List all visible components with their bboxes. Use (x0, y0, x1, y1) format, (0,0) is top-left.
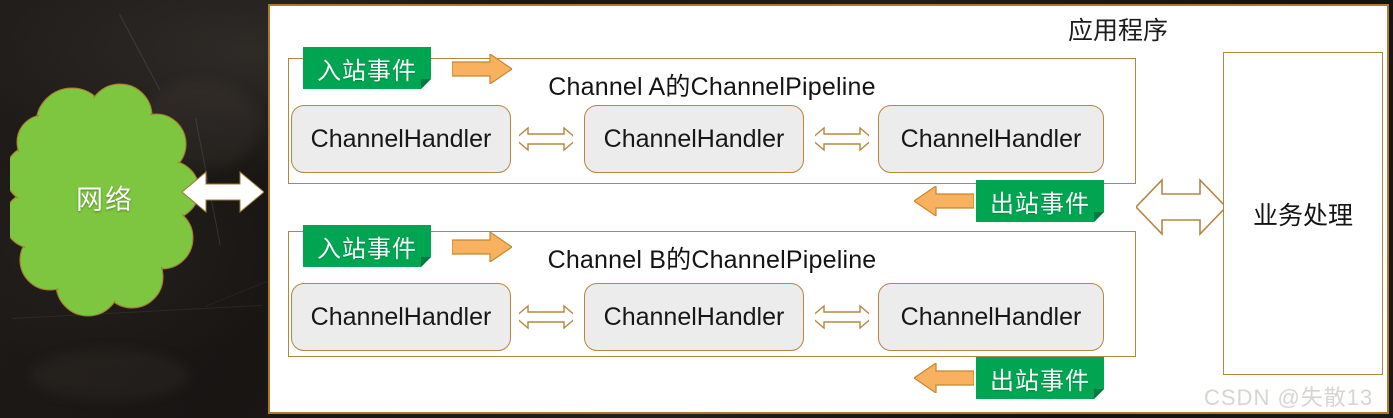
channel-a-inbound-label: 入站事件 (317, 57, 417, 85)
channel-a-pipeline-title: Channel A的ChannelPipeline (548, 73, 876, 101)
channel-a-inbound-tag: 入站事件 (303, 47, 431, 89)
application-title: 应用程序 (1067, 17, 1168, 45)
channel-b-outbound-tag: 出站事件 (976, 357, 1104, 399)
channel-a-handler-1[interactable]: ChannelHandler (291, 105, 511, 173)
channel-b-outbound-arrow (912, 361, 975, 395)
arrow-right-icon (451, 52, 514, 86)
channel-b-link-arrow-2 (809, 286, 875, 348)
channel-a-handler-3[interactable]: ChannelHandler (878, 105, 1104, 173)
cloud-icon (3, 83, 200, 317)
network-app-bidirectional-arrow (181, 168, 265, 216)
folded-label-shape (303, 225, 431, 267)
channel-b-pipeline-title: Channel B的ChannelPipeline (547, 246, 877, 274)
channel-a-handler-2[interactable]: ChannelHandler (584, 105, 804, 173)
channel-b-link-arrow-1 (513, 286, 579, 348)
folded-label-shape (976, 180, 1104, 222)
channel-b-handler-2[interactable]: ChannelHandler (584, 283, 804, 351)
double-arrow-icon (513, 126, 579, 152)
channel-b-inbound-tag: 入站事件 (303, 225, 431, 267)
channel-a-outbound-label: 出站事件 (990, 190, 1090, 218)
double-arrow-icon (809, 304, 875, 330)
chalk-smudge (30, 350, 190, 400)
double-arrow-icon (181, 170, 265, 214)
business-processing-box[interactable]: 业务处理 (1223, 52, 1383, 375)
chalk-scratch (205, 279, 271, 307)
network-cloud: 网络 (3, 72, 200, 322)
channel-b-outbound-label: 出站事件 (990, 367, 1090, 395)
arrow-left-icon (912, 184, 975, 218)
channel-b-handler-3[interactable]: ChannelHandler (878, 283, 1104, 351)
arrow-right-icon (451, 230, 514, 264)
csdn-watermark: CSDN @失散13 (1204, 385, 1374, 410)
arrow-left-icon (912, 361, 975, 395)
channel-b-inbound-arrow (451, 230, 514, 264)
channel-a-inbound-arrow (451, 52, 514, 86)
channel-b-handler-1[interactable]: ChannelHandler (291, 283, 511, 351)
double-arrow-icon (513, 304, 579, 330)
folded-label-shape (303, 47, 431, 89)
channel-b-inbound-label: 入站事件 (317, 235, 417, 263)
double-arrow-icon (1134, 178, 1228, 236)
channel-a-outbound-tag: 出站事件 (976, 180, 1104, 222)
channel-a-link-arrow-2 (809, 108, 875, 170)
channel-a-outbound-arrow (912, 184, 975, 218)
folded-label-shape (976, 357, 1104, 399)
channel-a-link-arrow-1 (513, 108, 579, 170)
pipeline-business-bidirectional-arrow (1134, 170, 1228, 244)
network-cloud-label: 网络 (76, 184, 134, 215)
double-arrow-icon (809, 126, 875, 152)
